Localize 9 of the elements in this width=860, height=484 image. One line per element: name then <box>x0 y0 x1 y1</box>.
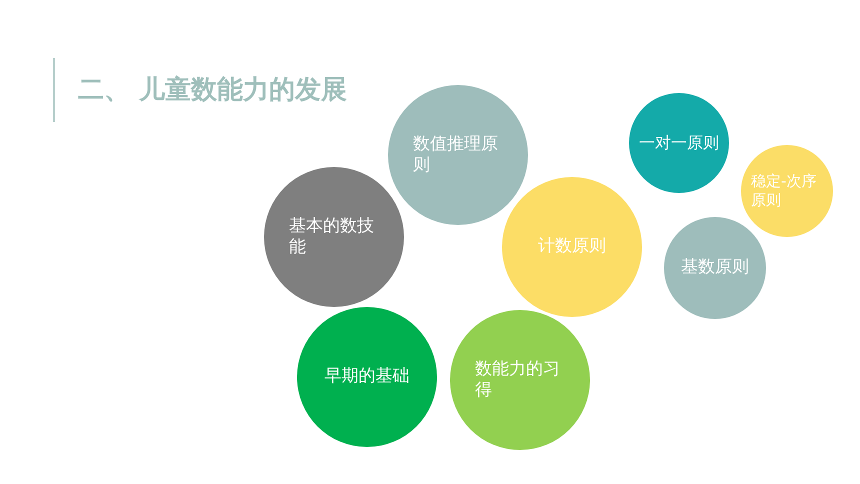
topic-label: 一对一原则 <box>639 133 719 153</box>
topic-label: 数值推理原则 <box>413 134 499 176</box>
topic-label: 数能力的习得 <box>475 358 561 402</box>
topic-label: 基本的数技能 <box>289 216 375 258</box>
slide-title: 二、 儿童数能力的发展 <box>78 74 348 106</box>
topic-label: 计数原则 <box>538 236 606 258</box>
topic-label: 稳定-次序原则 <box>751 172 818 210</box>
topic-label: 基数原则 <box>681 257 749 279</box>
topic-label: 早期的基础 <box>324 366 410 388</box>
